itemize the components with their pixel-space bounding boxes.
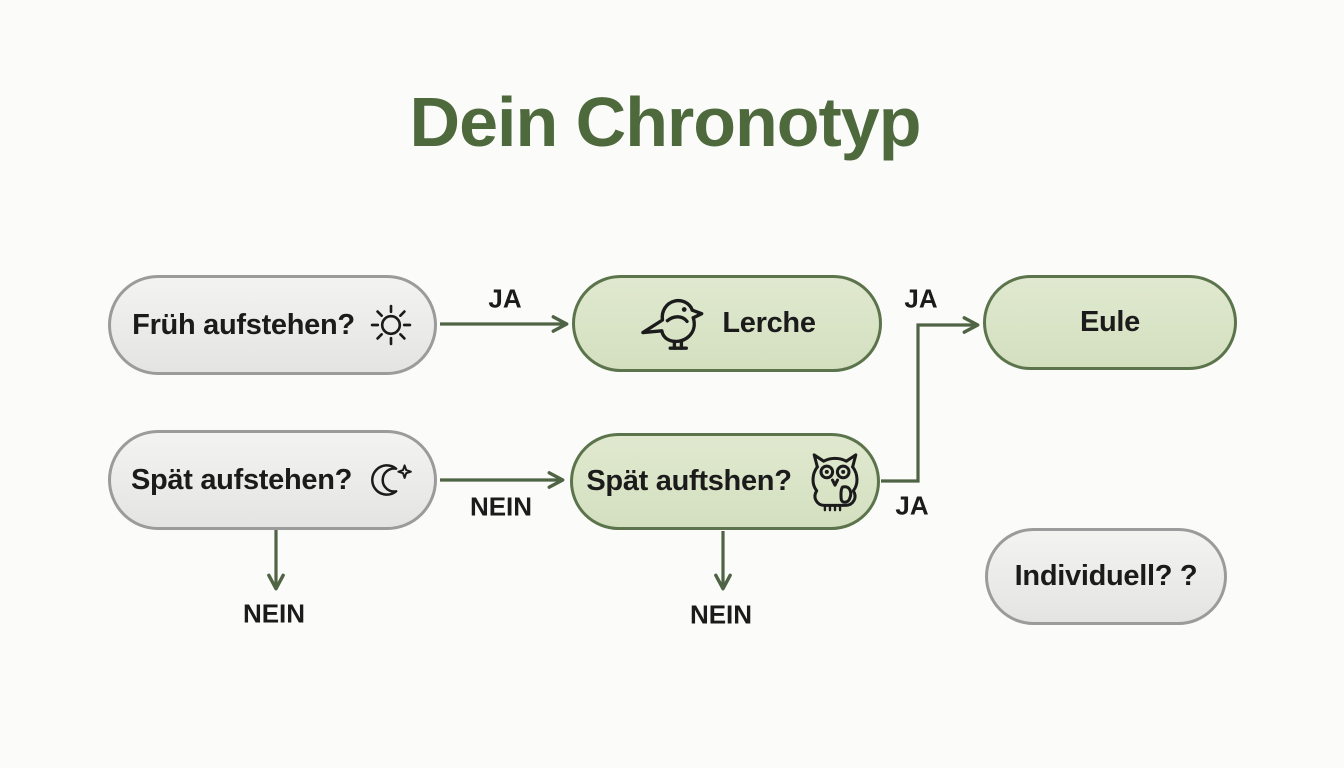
bird-icon xyxy=(638,294,708,353)
edge-label-ja-into-eule: JA xyxy=(904,283,938,314)
edge-label-nein-spaet2-down: NEIN xyxy=(689,599,753,630)
node-frueh-aufstehen-label: Früh aufstehen? xyxy=(132,308,355,341)
node-spaet-aufstehen-label: Spät aufstehen? xyxy=(130,463,353,496)
moon-icon xyxy=(366,459,414,501)
node-individuell: Individuell? ? xyxy=(985,528,1227,625)
node-frueh-aufstehen: Früh aufstehen? xyxy=(108,275,437,375)
node-eule: Eule xyxy=(983,275,1237,370)
node-spaet-aufstehen: Spät aufstehen? xyxy=(108,430,437,530)
edge-label-ja-frueh-lerche: JA xyxy=(488,283,522,314)
node-eule-label: Eule xyxy=(1079,306,1141,338)
node-individuell-label: Individuell? ? xyxy=(1014,560,1198,592)
arrow-spaet2-to-eule xyxy=(881,316,980,483)
page-title: Dein Chronotyp xyxy=(409,83,922,161)
node-spaet-auftshen: Spät auftshen? xyxy=(570,433,880,530)
node-lerche: Lerche xyxy=(572,275,882,372)
edge-label-nein-spaet-down: NEIN xyxy=(242,598,306,629)
owl-icon xyxy=(806,450,864,514)
node-lerche-label: Lerche xyxy=(722,307,816,339)
edge-label-ja-spaet2-exit: JA xyxy=(895,490,929,521)
edge-label-nein-spaet-spaet2: NEIN xyxy=(469,491,533,522)
sun-icon xyxy=(369,303,413,347)
node-spaet-auftshen-label: Spät auftshen? xyxy=(586,465,792,497)
